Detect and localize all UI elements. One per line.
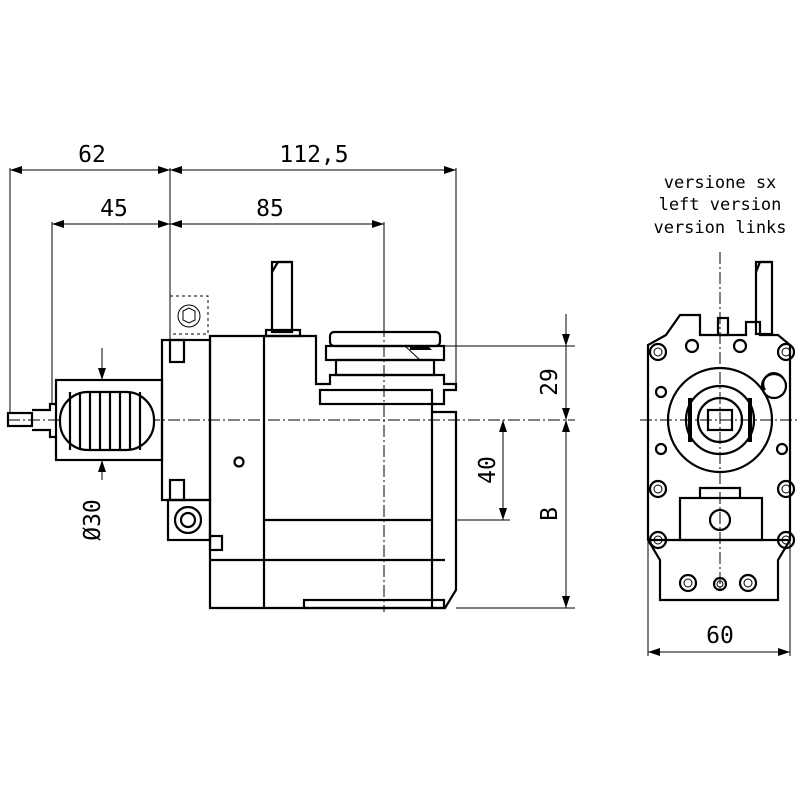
dim-b: B xyxy=(537,507,563,521)
dim-40: 40 xyxy=(475,456,501,484)
dim-112-5: 112,5 xyxy=(279,142,348,168)
output-nut xyxy=(324,330,446,377)
version-note-line3: version links xyxy=(653,218,786,238)
dim-45: 45 xyxy=(100,196,128,222)
dim-29: 29 xyxy=(537,368,563,396)
dim-62: 62 xyxy=(78,142,106,168)
dim-60: 60 xyxy=(706,623,734,649)
front-view: versione sx left version version links xyxy=(640,173,800,656)
serrated-input xyxy=(54,348,164,480)
side-view: 62 112,5 45 85 29 40 B Ø30 xyxy=(6,142,575,612)
version-note-line2: left version xyxy=(659,195,782,215)
dim-diameter-30: Ø30 xyxy=(80,499,106,541)
dim-85: 85 xyxy=(256,196,284,222)
version-note-line1: versione sx xyxy=(664,173,777,193)
